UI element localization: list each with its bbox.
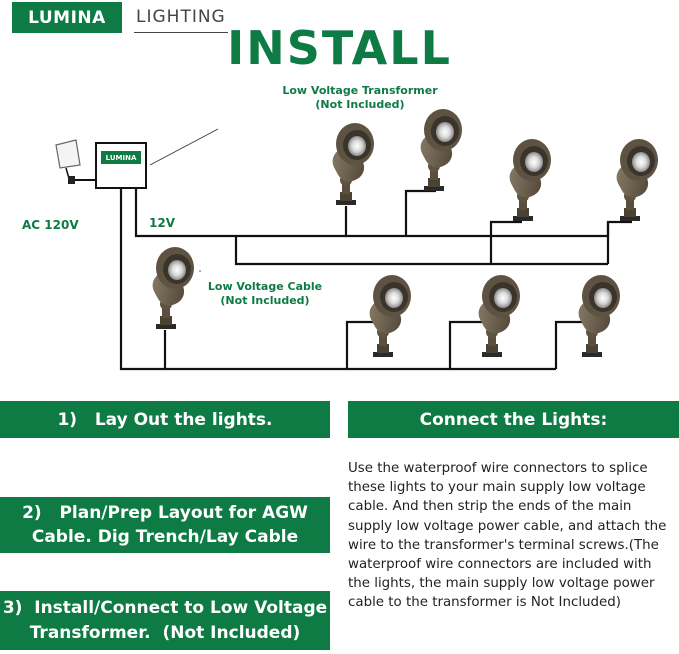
brand-logo: LUMINA LIGHTING	[12, 2, 228, 33]
page-title: INSTALL	[227, 21, 452, 75]
ac-voltage-label: AC 120V	[22, 218, 79, 232]
step-3-line2: Transformer. (Not Included)	[29, 622, 301, 643]
cable-label: Low Voltage Cable (Not Included)	[195, 280, 335, 308]
transformer-label: Low Voltage Transformer (Not Included)	[270, 84, 450, 112]
dc-voltage-label: 12V	[149, 216, 175, 230]
step-1-text: 1) Lay Out the lights.	[57, 409, 273, 430]
connect-heading: Connect the Lights:	[419, 409, 608, 430]
step-1-bar: 1) Lay Out the lights.	[0, 401, 330, 438]
step-2-line2: Cable. Dig Trench/Lay Cable	[31, 527, 299, 547]
step-2-bar: 2) Plan/Prep Layout for AGW Cable. Dig T…	[0, 497, 330, 553]
step-3-line1: 3) Install/Connect to Low Voltage	[2, 597, 328, 618]
transformer-label-line1: Low Voltage Transformer	[282, 84, 438, 97]
step-3-bar: 3) Install/Connect to Low Voltage Transf…	[0, 591, 330, 650]
transformer-box-label: LUMINA	[105, 153, 137, 162]
brand-word: LIGHTING	[134, 2, 228, 33]
connect-heading-bar: Connect the Lights:	[348, 401, 679, 438]
step-2-line1: 2) Plan/Prep Layout for AGW	[22, 503, 308, 523]
cable-label-line2: (Not Included)	[220, 294, 310, 307]
connect-instructions: Use the waterproof wire connectors to sp…	[348, 461, 667, 611]
wiring-diagram	[55, 109, 658, 371]
brand-box: LUMINA	[12, 2, 122, 33]
plug-icon	[55, 139, 99, 184]
transformer-label-line2: (Not Included)	[315, 98, 405, 111]
cable-label-line1: Low Voltage Cable	[207, 280, 323, 293]
transformer-icon	[95, 142, 147, 189]
